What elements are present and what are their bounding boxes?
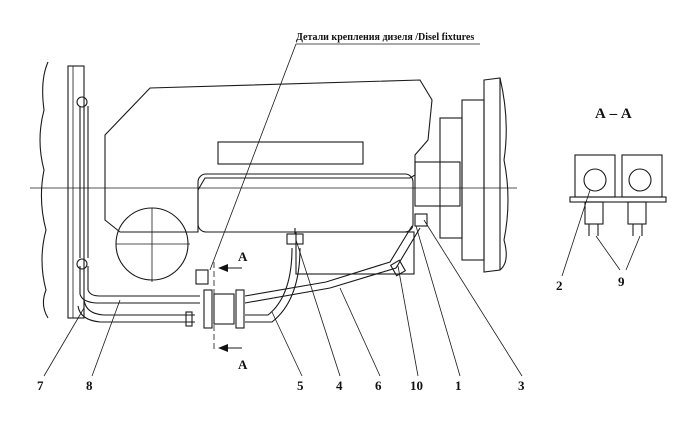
flywheel-housing: [414, 77, 509, 273]
leader-caption: Детали крепления дизеля /Disel fixtures: [296, 32, 474, 43]
callout-4: 4: [336, 378, 343, 393]
pipe-fittings: [185, 213, 428, 329]
callout-2: 2: [556, 278, 563, 293]
callout-10: 10: [410, 378, 423, 393]
callout-5: 5: [297, 378, 304, 393]
engine-block: [104, 79, 433, 282]
callout-8: 8: [86, 378, 93, 393]
callout-leaders: [43, 189, 641, 377]
callout-labels: 7 8 5 4 6 10 1 3 2 9: [37, 274, 625, 393]
callout-1: 1: [455, 378, 462, 393]
section-mark-top: А: [238, 249, 248, 264]
section-title: А – А: [595, 106, 632, 122]
section-cut-marks: А А: [213, 249, 248, 372]
callout-7: 7: [37, 378, 44, 393]
callout-3: 3: [518, 378, 525, 393]
section-view: А – А: [569, 106, 667, 236]
section-mark-bottom: А: [238, 357, 248, 372]
fuel-pipes: [77, 106, 421, 323]
callout-6: 6: [375, 378, 382, 393]
callout-9: 9: [618, 274, 625, 289]
radiator-frame: [39, 61, 88, 319]
fixtures-leader: Детали крепления дизеля /Disel fixtures: [209, 32, 480, 271]
